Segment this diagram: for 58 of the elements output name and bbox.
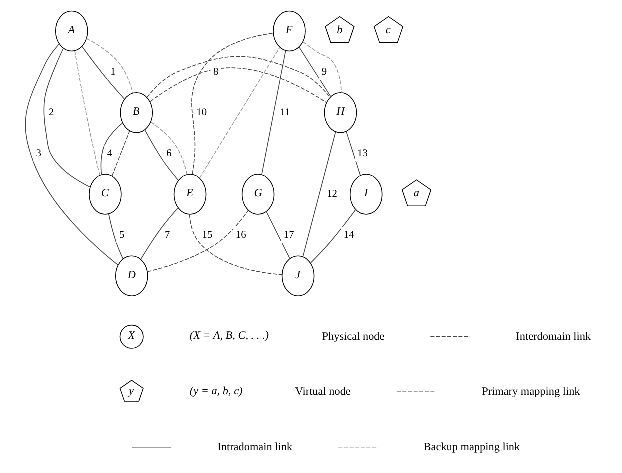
node-ellipse: D <box>115 256 148 297</box>
node-ellipse: C <box>89 174 122 215</box>
node-ellipse: G <box>242 174 275 215</box>
legend-label: Intradomain link <box>218 441 293 454</box>
edge-label: 17 <box>284 230 294 242</box>
connector <box>108 214 124 260</box>
legend-label: Virtual node <box>295 386 351 398</box>
legend-label: Backup mapping link <box>424 441 520 454</box>
edge-label: 7 <box>165 230 170 242</box>
edge-label: 4 <box>107 148 113 160</box>
connector <box>140 208 179 260</box>
connector <box>192 32 274 175</box>
legend-label: Physical node <box>322 330 385 343</box>
legend-label: Interdomain link <box>516 330 592 343</box>
connector <box>100 122 124 176</box>
connector <box>302 42 342 94</box>
connector <box>25 44 119 266</box>
connector <box>82 46 126 100</box>
connector <box>144 130 179 181</box>
edge-label: 12 <box>327 189 338 200</box>
edge-label: 5 <box>119 230 125 242</box>
connector <box>150 68 327 104</box>
connector <box>346 131 361 176</box>
edge-label: 14 <box>344 230 354 242</box>
connector <box>199 47 280 179</box>
node-ellipse: B <box>120 92 154 134</box>
connector <box>302 132 336 258</box>
node-ellipse: J <box>282 256 315 297</box>
node-ellipse: I <box>350 174 383 215</box>
connector <box>266 211 290 260</box>
connector <box>86 38 134 94</box>
edge-label: 2 <box>49 108 54 119</box>
connector <box>150 122 188 176</box>
label: y <box>129 385 134 398</box>
connector <box>44 48 91 188</box>
connector <box>74 50 101 176</box>
node-ellipse: E <box>174 174 207 215</box>
connector <box>262 50 286 176</box>
connector <box>310 210 356 264</box>
label: X <box>128 330 136 342</box>
edge-label: 13 <box>358 148 368 160</box>
connector <box>189 214 282 276</box>
edge-label: 16 <box>236 230 246 242</box>
label: (y = a, b, c) <box>190 385 243 398</box>
connector <box>112 130 130 176</box>
edge-label: 9 <box>322 66 328 78</box>
edge-label: 3 <box>36 148 42 160</box>
label: (X = A, B, C, . . .) <box>190 330 269 342</box>
edge-label: 10 <box>196 108 208 119</box>
legend-label: Primary mapping link <box>482 386 580 398</box>
edge-label: 15 <box>202 230 213 242</box>
node-ellipse: H <box>324 92 358 134</box>
edge-label: 1 <box>110 66 116 78</box>
node-ellipse: A <box>55 10 88 52</box>
edge-label: 11 <box>280 108 290 119</box>
node-ellipse: F <box>273 10 306 52</box>
edge-label: 8 <box>213 66 219 78</box>
edge-label: 6 <box>166 148 172 160</box>
